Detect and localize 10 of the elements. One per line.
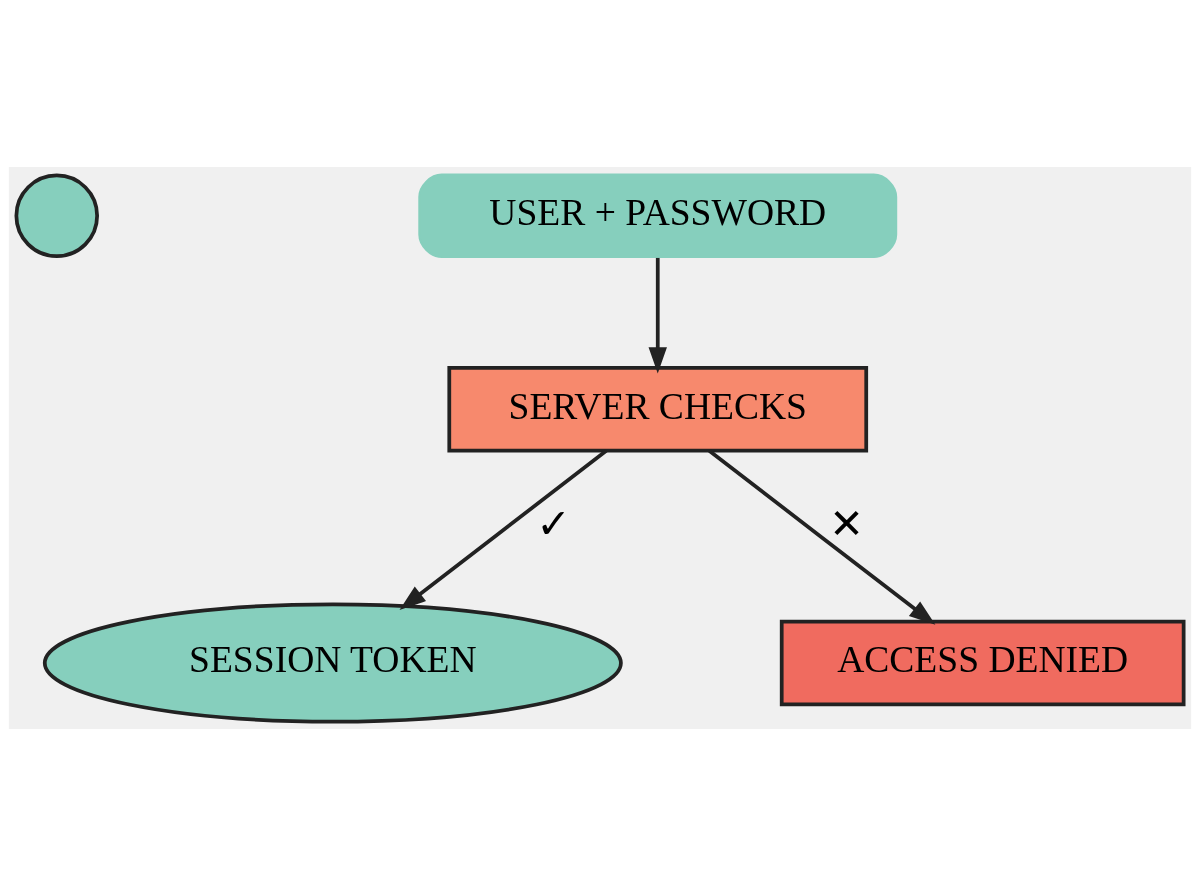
node-person [14, 173, 99, 259]
edge-label: ✓ [536, 500, 571, 549]
arrow [399, 449, 608, 610]
node-ellipse: SESSION TOKEN [42, 602, 623, 724]
node-box: SERVER CHECKS [447, 366, 869, 453]
arrow [708, 449, 936, 625]
edge-label: ✕ [829, 500, 864, 549]
node-box: USER + PASSWORD [418, 173, 898, 259]
arrow [648, 257, 667, 374]
node-box: ACCESS DENIED [779, 619, 1186, 707]
